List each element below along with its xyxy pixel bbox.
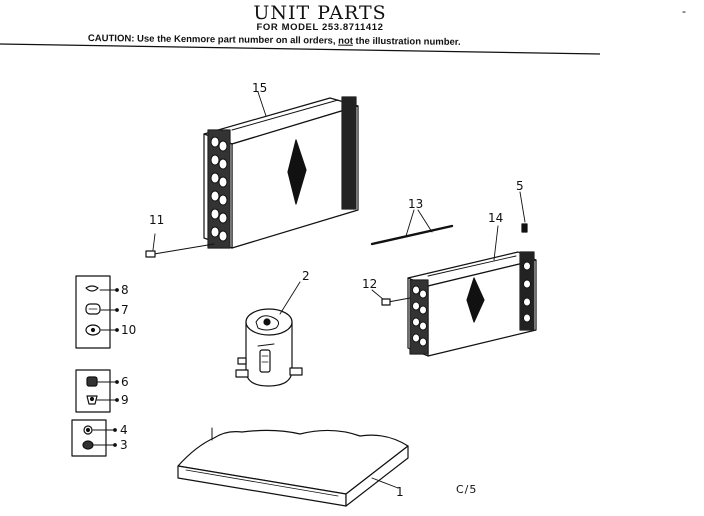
base-pan bbox=[177, 427, 409, 507]
callout-7: 7 bbox=[121, 303, 129, 317]
callout-8: 8 bbox=[121, 283, 129, 297]
compressor bbox=[235, 281, 303, 387]
evaporator-coil bbox=[407, 225, 537, 357]
callout-3: 3 bbox=[120, 438, 128, 452]
page-code: C/5 bbox=[456, 483, 478, 496]
parts-board-c bbox=[71, 419, 117, 457]
parts-board-b bbox=[75, 369, 119, 413]
callout-2: 2 bbox=[302, 269, 310, 283]
callout-4: 4 bbox=[120, 423, 128, 437]
leader-15 bbox=[257, 91, 267, 117]
callout-9: 9 bbox=[121, 393, 129, 407]
model-number: FOR MODEL 253.8711412 bbox=[256, 22, 384, 33]
corner-mark: - bbox=[682, 4, 686, 18]
support-rod bbox=[370, 209, 454, 246]
callout-11: 11 bbox=[149, 213, 165, 227]
thermistor-sensor bbox=[145, 233, 215, 258]
mounting-screw bbox=[519, 191, 528, 233]
coil-sensor bbox=[371, 289, 411, 306]
callout-15: 15 bbox=[252, 81, 268, 95]
callout-6: 6 bbox=[121, 375, 129, 389]
callout-13: 13 bbox=[408, 197, 424, 211]
condenser-coil bbox=[203, 96, 359, 249]
header-rule bbox=[0, 43, 601, 55]
parts-board-a bbox=[75, 275, 119, 349]
callout-5: 5 bbox=[516, 179, 524, 193]
page-title: UNIT PARTS bbox=[253, 2, 387, 24]
callout-10: 10 bbox=[121, 323, 137, 337]
callout-12: 12 bbox=[362, 277, 378, 291]
callout-14: 14 bbox=[488, 211, 504, 225]
callout-1: 1 bbox=[396, 485, 404, 499]
